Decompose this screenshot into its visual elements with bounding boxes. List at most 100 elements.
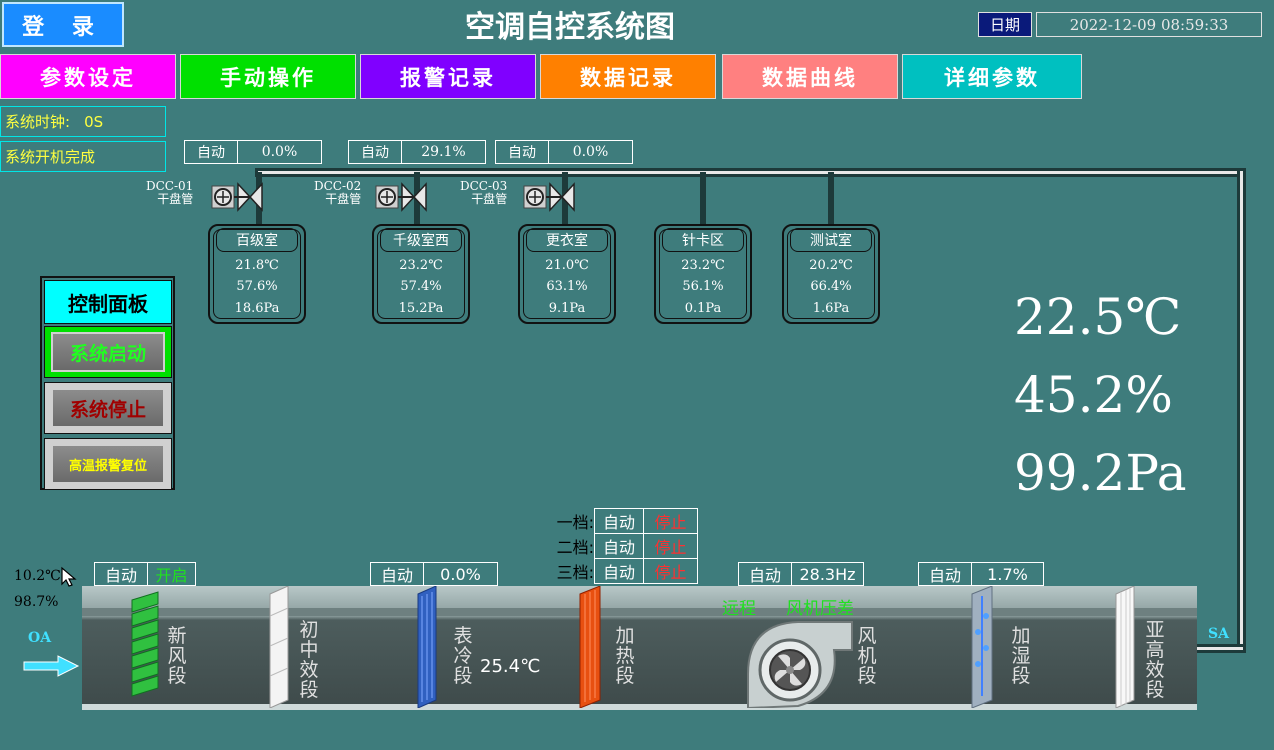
sub-hepa-filter-icon xyxy=(1114,585,1138,712)
room-temp: 21.0℃ xyxy=(545,258,589,273)
valve-mode[interactable]: 自动 xyxy=(349,141,402,163)
valve-value: 0.0% xyxy=(261,144,298,160)
room-hum: 63.1% xyxy=(546,279,588,294)
stage-mode[interactable]: 自动 xyxy=(595,508,644,533)
room-card[interactable]: 百级室 21.8℃ 57.6% 18.6Pa xyxy=(208,224,306,324)
room-press: 0.1Pa xyxy=(684,301,722,316)
nav-data-log[interactable]: 数据记录 xyxy=(540,54,716,99)
supply-duct-top-inner xyxy=(258,171,1242,174)
fan-coil-valve-icon[interactable] xyxy=(210,180,266,218)
segment-label: 加热段 xyxy=(615,625,635,687)
fan-remote-status: 远程 xyxy=(722,599,756,619)
system-stop-button[interactable]: 系统停止 xyxy=(44,382,172,434)
humidifier-box[interactable]: 自动 1.7% xyxy=(918,562,1044,586)
stage-label: 二档: xyxy=(556,537,594,557)
segment-label: 表冷段 xyxy=(453,625,473,687)
page-title: 空调自控系统图 xyxy=(465,10,675,45)
oa-hum: 98.7% xyxy=(14,594,59,610)
humidifier-icon xyxy=(968,585,998,712)
fan-coil-valve-icon[interactable] xyxy=(522,180,578,218)
date-value: 2022-12-09 08:59:33 xyxy=(1036,12,1262,37)
supply-duct-bottom-inner xyxy=(1196,647,1243,650)
supply-temp-reading: 22.5℃ xyxy=(1014,288,1182,346)
room-press: 15.2Pa xyxy=(398,301,444,316)
valve-value: 29.1% xyxy=(421,144,466,160)
fan-coil-valve-icon[interactable] xyxy=(374,180,430,218)
room-temp: 21.8℃ xyxy=(235,258,279,273)
fan-pressure-status: 风机压差 xyxy=(786,599,854,619)
nav-param-setting[interactable]: 参数设定 xyxy=(0,54,176,99)
system-clock-label: 系统时钟: xyxy=(5,113,71,131)
room-temp: 23.2℃ xyxy=(399,258,443,273)
damper-mode[interactable]: 自动 xyxy=(95,563,148,585)
branch-5 xyxy=(828,172,834,226)
humidifier-mode[interactable]: 自动 xyxy=(919,563,972,585)
heater-icon xyxy=(578,585,604,712)
damper-state: 开启 xyxy=(155,566,188,585)
oa-arrow-icon xyxy=(22,654,82,682)
cooling-coil-icon xyxy=(416,585,440,712)
stage-label: 一档: xyxy=(556,512,594,532)
room-name: 百级室 xyxy=(216,228,298,252)
system-start-button[interactable]: 系统启动 xyxy=(44,326,172,378)
system-status: 系统开机完成 xyxy=(0,141,166,172)
system-start-label: 系统启动 xyxy=(51,332,165,372)
room-press: 18.6Pa xyxy=(234,301,280,316)
stage-mode[interactable]: 自动 xyxy=(595,533,644,558)
supply-press-reading: 99.2Pa xyxy=(1014,444,1187,502)
valve-mode[interactable]: 自动 xyxy=(496,141,549,163)
nav-data-curve[interactable]: 数据曲线 xyxy=(722,54,898,99)
room-hum: 56.1% xyxy=(682,279,724,294)
coil-temp: 25.4℃ xyxy=(480,656,541,677)
nav-detail-params[interactable]: 详细参数 xyxy=(902,54,1082,99)
cursor-icon xyxy=(60,566,78,592)
nav-alarm-log[interactable]: 报警记录 xyxy=(360,54,536,99)
fan-freq: 28.3Hz xyxy=(799,564,856,584)
stage-state: 停止 xyxy=(654,562,687,582)
stage-state: 停止 xyxy=(654,537,687,557)
valve-mode[interactable]: 自动 xyxy=(185,141,238,163)
room-name: 更衣室 xyxy=(526,228,608,252)
supply-hum-reading: 45.2% xyxy=(1014,366,1173,424)
valve-box-3[interactable]: 自动 0.0% xyxy=(495,140,633,164)
room-name: 千级室西 xyxy=(380,228,462,252)
humidifier-value: 1.7% xyxy=(987,564,1028,584)
room-press: 1.6Pa xyxy=(812,301,850,316)
system-stop-label: 系统停止 xyxy=(51,388,165,428)
room-hum: 57.6% xyxy=(236,279,278,294)
fan-icon[interactable] xyxy=(738,614,854,712)
valve-value: 0.0% xyxy=(572,144,609,160)
control-panel: 控制面板 系统启动 系统停止 高温报警复位 xyxy=(40,276,175,490)
segment-label: 亚高效段 xyxy=(1145,619,1165,701)
room-card[interactable]: 更衣室 21.0℃ 63.1% 9.1Pa xyxy=(518,224,616,324)
primary-filter-icon xyxy=(268,585,292,712)
sa-label: SA xyxy=(1208,626,1229,642)
segment-label: 加湿段 xyxy=(1011,625,1031,687)
damper-box[interactable]: 自动 开启 xyxy=(94,562,196,586)
fan-mode[interactable]: 自动 xyxy=(739,563,792,585)
valve-box-1[interactable]: 自动 0.0% xyxy=(184,140,322,164)
room-hum: 66.4% xyxy=(810,279,852,294)
valve-box-2[interactable]: 自动 29.1% xyxy=(348,140,486,164)
fan-box[interactable]: 自动 28.3Hz xyxy=(738,562,864,586)
alarm-reset-button[interactable]: 高温报警复位 xyxy=(44,438,172,490)
room-temp: 20.2℃ xyxy=(809,258,853,273)
login-button[interactable]: 登 录 xyxy=(2,2,124,47)
air-handling-unit: 新风段 初中效段 表冷段 25.4℃ 加热段 远程 风机压差 xyxy=(82,585,1197,712)
cool-valve-box[interactable]: 自动 0.0% xyxy=(370,562,498,586)
cool-valve-mode[interactable]: 自动 xyxy=(371,563,424,585)
alarm-reset-label: 高温报警复位 xyxy=(51,444,165,484)
segment-label: 初中效段 xyxy=(299,619,319,701)
stage-state: 停止 xyxy=(654,512,687,532)
control-panel-title: 控制面板 xyxy=(44,280,172,324)
cool-valve-value: 0.0% xyxy=(440,564,481,584)
oa-label: OA xyxy=(28,630,52,646)
room-card[interactable]: 针卡区 23.2℃ 56.1% 0.1Pa xyxy=(654,224,752,324)
room-card[interactable]: 测试室 20.2℃ 66.4% 1.6Pa xyxy=(782,224,880,324)
nav-manual-operation[interactable]: 手动操作 xyxy=(180,54,356,99)
stage-mode[interactable]: 自动 xyxy=(595,558,644,583)
room-card[interactable]: 千级室西 23.2℃ 57.4% 15.2Pa xyxy=(372,224,470,324)
